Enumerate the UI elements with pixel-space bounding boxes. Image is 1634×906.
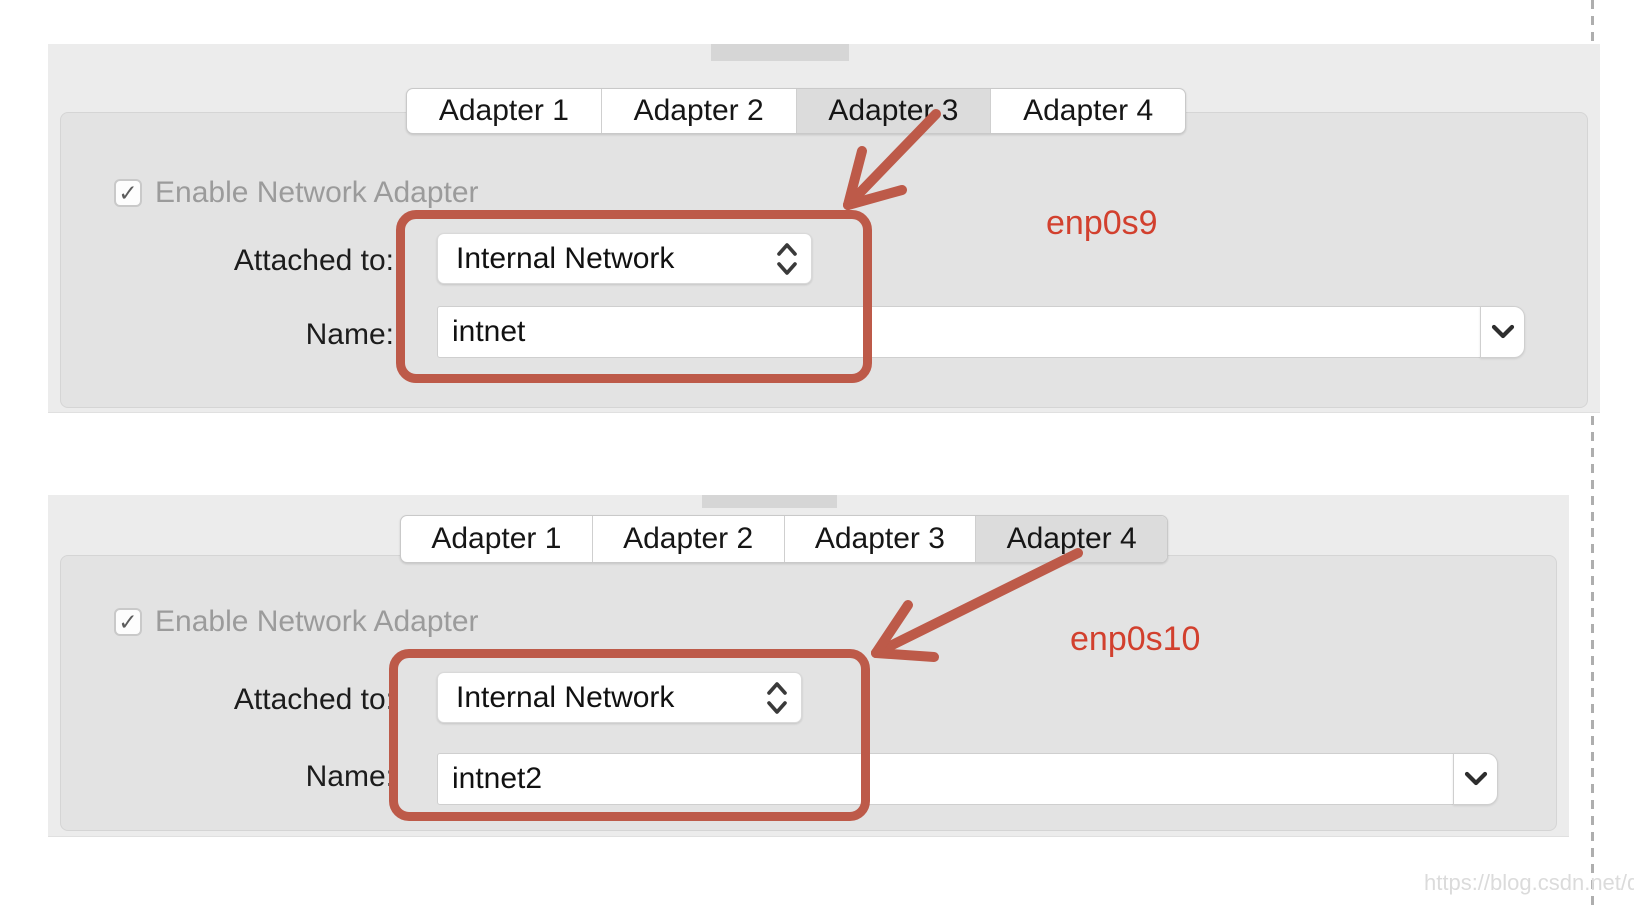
tab-adapter-4[interactable]: Adapter 4 <box>976 516 1167 562</box>
attached-to-value: Internal Network <box>456 241 675 275</box>
network-settings-panel-adapter3: Adapter 1 Adapter 2 Adapter 3 Adapter 4 … <box>48 44 1600 413</box>
enable-adapter-label: Enable Network Adapter <box>155 176 479 209</box>
tab-adapter-4[interactable]: Adapter 4 <box>1023 94 1154 127</box>
interface-label-enp0s10: enp0s10 <box>1070 620 1201 658</box>
enable-adapter-label: Enable Network Adapter <box>155 605 479 638</box>
enable-adapter-row: ✓ Enable Network Adapter <box>114 605 479 639</box>
tab-adapter-3[interactable]: Adapter 3 <box>796 89 992 133</box>
network-settings-panel-adapter4: Adapter 1 Adapter 2 Adapter 3 Adapter 4 … <box>48 495 1569 837</box>
attached-to-value: Internal Network <box>456 680 675 714</box>
attached-to-label: Attached to: <box>233 683 394 716</box>
tab-adapter-1[interactable]: Adapter 1 <box>401 516 593 562</box>
attached-to-label: Attached to: <box>233 244 394 277</box>
toolbar-selection-stub <box>711 44 849 61</box>
network-name-input[interactable] <box>437 306 1481 358</box>
tab-adapter-3[interactable]: Adapter 3 <box>785 516 977 562</box>
checkmark-icon: ✓ <box>118 608 138 635</box>
adapter-tab-bar: Adapter 1 Adapter 2 Adapter 3 Adapter 4 <box>406 88 1186 134</box>
name-label: Name: <box>305 318 394 351</box>
adapter-groupbox <box>60 112 1588 408</box>
adapter-tab-bar: Adapter 1 Adapter 2 Adapter 3 Adapter 4 <box>400 515 1168 563</box>
enable-adapter-checkbox[interactable]: ✓ <box>114 179 142 207</box>
highlight-box-adapter3 <box>396 210 872 383</box>
toolbar-selection-stub <box>702 495 837 508</box>
attached-to-dropdown[interactable]: Internal Network <box>437 672 802 723</box>
chevron-down-icon <box>1491 324 1514 339</box>
highlight-box-adapter4 <box>389 649 870 821</box>
name-combo-button[interactable] <box>1480 306 1525 358</box>
attached-to-dropdown[interactable]: Internal Network <box>437 233 812 284</box>
stepper-up-down-icon <box>777 242 797 275</box>
enable-adapter-row: ✓ Enable Network Adapter <box>114 176 479 210</box>
stepper-up-down-icon <box>767 681 787 714</box>
interface-label-enp0s9: enp0s9 <box>1046 204 1158 242</box>
csdn-watermark: https://blog.csdn.net/dog250 <box>1424 870 1634 895</box>
enable-adapter-checkbox[interactable]: ✓ <box>114 608 142 636</box>
chevron-down-icon <box>1464 771 1487 786</box>
tab-adapter-1[interactable]: Adapter 1 <box>407 89 602 133</box>
name-combo-button[interactable] <box>1453 753 1498 805</box>
page-boundary-dashed-line <box>1591 0 1594 906</box>
network-name-input[interactable] <box>437 753 1454 805</box>
tab-adapter-2[interactable]: Adapter 2 <box>593 516 785 562</box>
name-label: Name: <box>305 760 394 793</box>
checkmark-icon: ✓ <box>118 179 138 206</box>
tab-adapter-2[interactable]: Adapter 2 <box>602 89 797 133</box>
